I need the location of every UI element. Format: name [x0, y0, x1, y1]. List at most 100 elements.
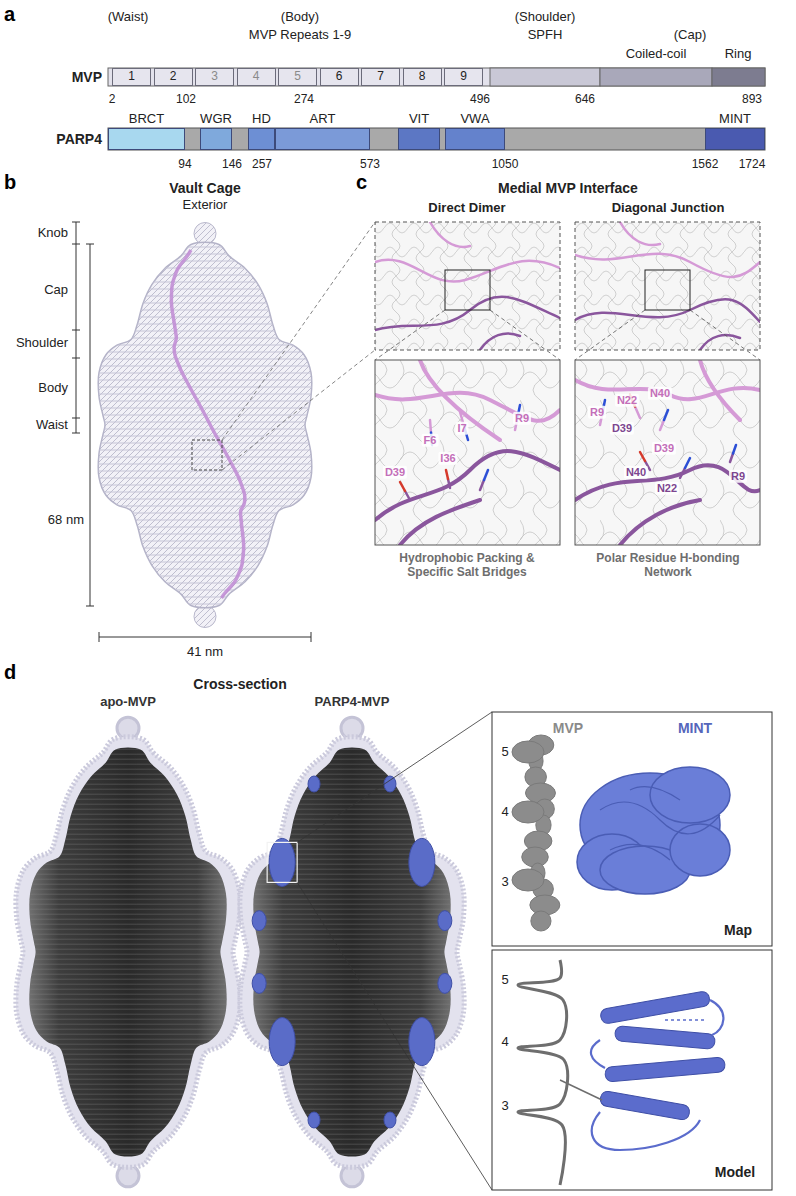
residue-label: I36	[438, 452, 457, 465]
residue-number: 257	[252, 158, 272, 172]
dimension-rulers	[72, 222, 311, 642]
domain-box: MINT	[705, 128, 765, 150]
residue-number: 274	[294, 93, 314, 107]
repeat-number: 5	[294, 70, 301, 83]
repeat-box: 2	[154, 68, 193, 86]
domain-label: MVP Repeats 1-9	[249, 28, 351, 43]
vault-knob	[194, 223, 216, 245]
domain-label: WGR	[200, 112, 232, 126]
panel-title: Medial MVP Interface	[498, 180, 638, 196]
domain-label: VIT	[409, 112, 429, 126]
residue-label: R9	[513, 412, 531, 425]
domain-label: BRCT	[129, 112, 164, 126]
repeat-number: 6	[336, 70, 343, 83]
panel-subtitle: PARP4-MVP	[315, 695, 390, 710]
panel-caption: Polar Residue H-bonding Network	[581, 552, 756, 580]
mvp-chain	[171, 250, 244, 598]
region-label: Body	[38, 381, 68, 396]
mvp-segment	[712, 68, 765, 86]
domain-label: ART	[310, 112, 336, 126]
dimension-label: 41 nm	[187, 645, 223, 660]
domain-box: WGR	[200, 128, 232, 150]
repeat-number: 1	[128, 70, 135, 83]
protein-name: PARP4	[56, 131, 102, 147]
repeat-box: 5	[278, 68, 317, 86]
panel-subtitle: apo-MVP	[100, 695, 156, 710]
mvp-segment	[490, 68, 600, 86]
domain-label: MINT	[719, 112, 751, 126]
repeat-box: 4	[237, 68, 276, 86]
vault-cross-sections	[0, 712, 492, 1190]
inset-title: Map	[724, 922, 752, 938]
domain-label: Coiled-coil	[626, 47, 687, 62]
domain-box: ART	[275, 128, 370, 150]
region-label: (Cap)	[674, 28, 707, 43]
domain-label: VWA	[460, 112, 489, 126]
residue-label: R9	[588, 406, 606, 419]
panel-letter: a	[4, 3, 15, 26]
panel-letter: b	[4, 171, 16, 194]
residue-label: R9	[729, 470, 747, 483]
domain-label: Ring	[725, 47, 752, 62]
residue-number: 496	[470, 93, 490, 107]
mvp-segment	[600, 68, 712, 86]
repeat-box: 3	[195, 68, 234, 86]
repeat-number: 4	[501, 1035, 508, 1050]
protein-name: MVP	[72, 69, 102, 85]
repeat-number: 9	[460, 70, 467, 83]
residue-label: I7	[455, 422, 468, 435]
repeat-number: 3	[211, 70, 218, 83]
domain-box: VWA	[445, 128, 505, 150]
domain-box: VIT	[398, 128, 440, 150]
domain-box: HD	[248, 128, 275, 150]
zoom-lines	[192, 222, 375, 470]
residue-label: N22	[655, 482, 679, 495]
residue-number: 893	[742, 93, 762, 107]
panel-letter: d	[4, 661, 16, 684]
repeat-box: 7	[361, 68, 400, 86]
residue-number: 102	[176, 93, 196, 107]
repeat-number: 3	[501, 875, 508, 890]
region-label: Shoulder	[16, 336, 68, 351]
panel-subtitle: Exterior	[183, 198, 228, 213]
domain-label: HD	[252, 112, 271, 126]
domain-box: BRCT	[108, 128, 185, 150]
repeat-number: 2	[170, 70, 177, 83]
repeat-number: 5	[501, 973, 508, 988]
panel-subtitle: Diagonal Junction	[612, 201, 725, 216]
vault-exterior	[95, 223, 315, 628]
residue-label: D39	[383, 466, 407, 479]
region-label: (Waist)	[108, 10, 149, 25]
repeat-number: 5	[501, 745, 508, 760]
residue-label: D39	[610, 422, 634, 435]
residue-number: 146	[222, 158, 242, 172]
interface-panels	[375, 222, 760, 545]
parp4-bar	[108, 128, 765, 150]
vault-knob	[194, 606, 216, 628]
inset-panels	[492, 712, 772, 1190]
residue-number: 94	[178, 158, 191, 172]
region-label: Cap	[44, 283, 68, 298]
repeat-number: 3	[501, 1099, 508, 1114]
panel-title: Vault Cage	[169, 180, 241, 196]
repeat-box: 6	[320, 68, 359, 86]
inset-label: MINT	[678, 720, 712, 736]
residue-number: 1562	[692, 158, 719, 172]
residue-number: 2	[109, 93, 116, 107]
panel-title: Cross-section	[193, 676, 286, 692]
residue-label: N22	[615, 394, 639, 407]
residue-label: N40	[624, 466, 648, 479]
inset-label: MVP	[553, 720, 583, 736]
domain-label: SPFH	[528, 28, 563, 43]
repeat-number: 4	[253, 70, 260, 83]
region-label: Knob	[38, 226, 68, 241]
residue-number: 1724	[739, 158, 766, 172]
inset-title: Model	[715, 1164, 755, 1180]
residue-number: 1050	[492, 158, 519, 172]
repeat-number: 7	[377, 70, 384, 83]
mvp-bar	[108, 68, 765, 86]
dimension-label: 68 nm	[48, 513, 84, 528]
residue-label: F6	[422, 434, 439, 447]
region-label: (Shoulder)	[515, 10, 576, 25]
